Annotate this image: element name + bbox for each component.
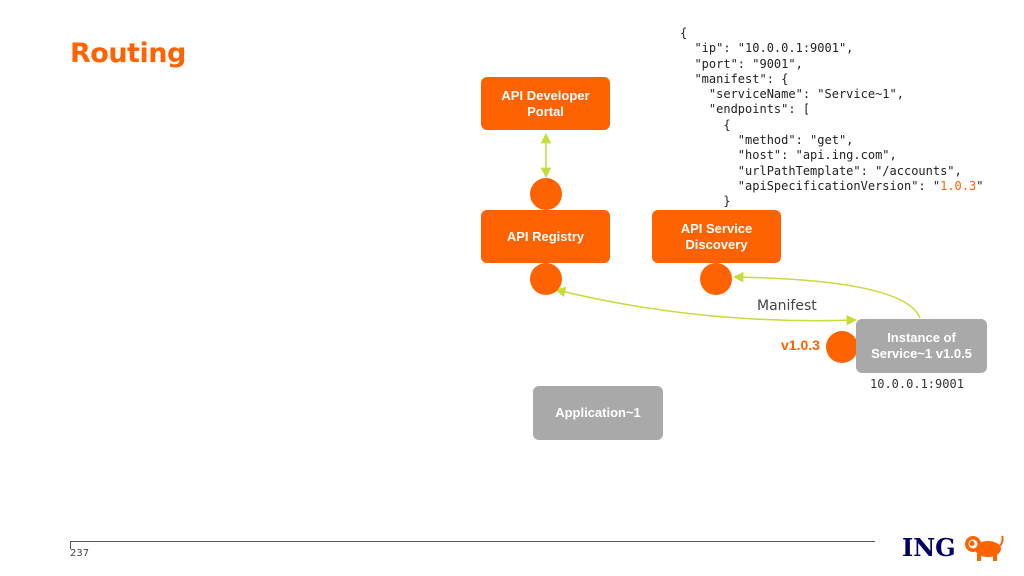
manifest-connector [554, 286, 858, 326]
registry-bottom-connector-dot [530, 263, 562, 295]
json-version-highlight: 1.0.3 [940, 178, 977, 193]
discovery-connector-dot [700, 263, 732, 295]
ing-logo-text: ING [902, 532, 956, 562]
page-number: 237 [70, 548, 90, 559]
slide-title: Routing [70, 38, 186, 69]
api-service-discovery-box[interactable]: API Service Discovery [652, 210, 781, 263]
discovery-connector [732, 271, 921, 319]
service-instance-box[interactable]: Instance of Service~1 v1.0.5 [856, 319, 987, 373]
api-developer-portal-box[interactable]: API Developer Portal [481, 77, 610, 130]
version-label: v1.0.3 [781, 337, 820, 353]
instance-address: 10.0.0.1:9001 [870, 377, 964, 391]
ing-logo: ING [902, 532, 1004, 562]
api-registry-box[interactable]: API Registry [481, 210, 610, 263]
application-box[interactable]: Application~1 [533, 386, 663, 440]
registry-top-connector-dot [530, 178, 562, 210]
manifest-label: Manifest [756, 298, 818, 314]
json-text-after: " } [723, 178, 984, 208]
lion-icon [964, 535, 1004, 561]
footer-divider-tick [70, 541, 71, 549]
footer-divider [70, 541, 875, 542]
instance-connector-dot [826, 331, 858, 363]
json-text-before: { "ip": "10.0.0.1:9001", "port": "9001",… [680, 26, 962, 193]
json-snippet: { "ip": "10.0.0.1:9001", "port": "9001",… [680, 26, 983, 208]
